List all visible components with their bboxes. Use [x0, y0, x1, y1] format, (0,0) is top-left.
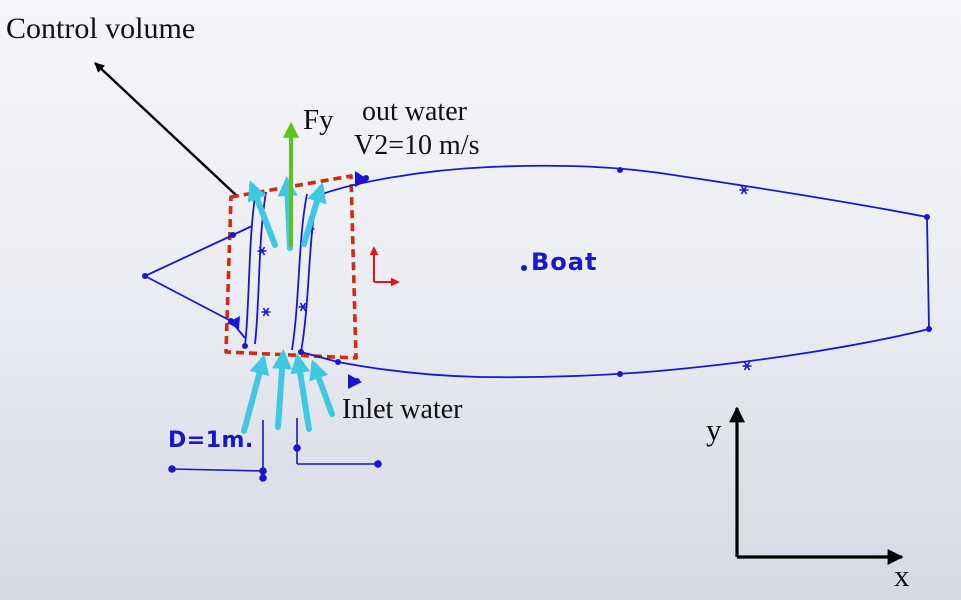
sketch-arrow-marker	[355, 171, 369, 187]
water-flow-arrow	[301, 182, 327, 247]
sketch-asterisk	[738, 185, 750, 195]
control-volume-label: Control volume	[6, 12, 196, 45]
dimension-point	[374, 460, 382, 468]
out-velocity-label: V2=10 m/s	[354, 130, 480, 161]
sketch-asterisk	[256, 246, 268, 256]
dimension-point	[259, 467, 267, 475]
hull-bow-edge	[926, 216, 930, 330]
diameter-label: D=1m.	[168, 428, 254, 453]
sketch-point	[521, 265, 527, 271]
control-volume-pointer-arrow	[94, 62, 238, 197]
boat-label: Boat	[531, 248, 598, 276]
hull-bottom-edge	[337, 328, 930, 379]
out-water-label: out water	[362, 96, 467, 127]
x-axis-label: x	[894, 558, 910, 593]
water-flow-arrow	[241, 354, 270, 434]
sketch-arrow-marker	[348, 374, 362, 389]
sketch-point	[617, 167, 623, 173]
sketch-point	[142, 273, 148, 279]
sketch-point	[926, 326, 932, 332]
water-flow-arrow	[247, 180, 278, 248]
water-flow-arrow	[272, 349, 293, 430]
boat-tail-upper-line	[144, 234, 234, 277]
fy-label: Fy	[303, 104, 334, 136]
sketch-arrow-marker	[227, 316, 240, 329]
inlet-water-label: Inlet water	[342, 394, 463, 425]
sketch-asterisk	[260, 307, 272, 317]
inlet-water-arrows	[241, 349, 335, 434]
sketch-point	[924, 214, 930, 220]
hull-top-edge	[316, 164, 928, 218]
world-axes	[729, 406, 904, 565]
sketch-arrow-markers	[227, 171, 369, 389]
dimension-point	[293, 444, 301, 452]
water-flow-arrow	[309, 359, 335, 417]
water-flow-arrow	[290, 353, 312, 432]
nozzle-wall-outer-left	[244, 189, 257, 347]
sketch-asterisk	[741, 361, 753, 371]
sketch-point	[230, 232, 236, 238]
dimension-lines	[168, 418, 382, 482]
sketch-asterisks	[256, 185, 753, 371]
sketch-point	[242, 343, 248, 349]
sketch-point	[335, 359, 341, 365]
boat-sketch	[144, 164, 930, 379]
boat-tail-lower-line	[144, 275, 232, 322]
boat-nozzle-top-connector	[232, 225, 253, 236]
dimension-point	[259, 474, 267, 482]
sketch-point	[617, 371, 623, 377]
dimension-point	[168, 465, 176, 473]
y-axis-label: y	[706, 412, 722, 447]
origin-triad	[369, 246, 400, 287]
sketch-point	[298, 349, 304, 355]
nozzle-wall-inner-right	[291, 193, 308, 351]
dimension-line	[171, 468, 264, 472]
